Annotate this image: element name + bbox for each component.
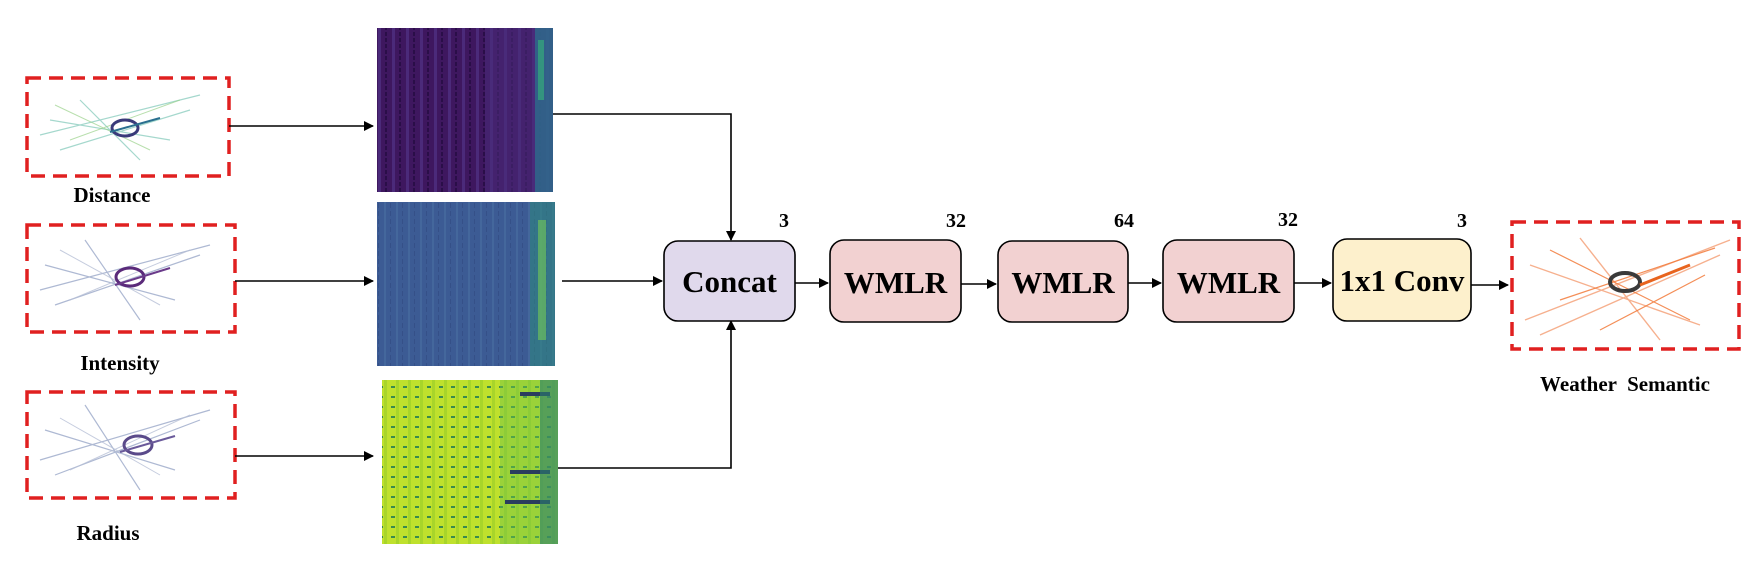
channel-count: 32 [946,210,966,232]
block-label-wmlr: WMLR [1011,265,1115,300]
block-label-concat: Concat [682,264,777,299]
output-label: Weather Semantic [1540,372,1710,396]
feature-map-radius [382,380,558,544]
input-radius: Radius [25,390,237,545]
input-intensity: Intensity [25,223,237,375]
input-label-intensity: Intensity [80,351,160,375]
dashed-frame [1510,220,1741,351]
block-wmlr-1: WMLR 32 [829,210,966,323]
point-cloud-thumbnail-radius [39,404,211,491]
input-label-distance: Distance [74,183,151,207]
block-label-1x1-conv: 1x1 Conv [1340,263,1465,298]
dashed-frame [25,76,231,178]
feature-map-distance [377,28,553,192]
block-wmlr-2: WMLR 64 [997,210,1134,323]
input-label-radius: Radius [76,521,139,545]
block-concat: Concat 3 [663,210,796,322]
block-1x1-conv: 1x1 Conv 3 [1332,210,1472,322]
arrow-distance-map-to-concat [553,113,736,241]
block-label-wmlr: WMLR [844,265,948,300]
input-distance: Distance [25,76,231,207]
point-cloud-thumbnail-intensity [39,239,211,321]
channel-count: 64 [1114,210,1134,232]
channel-count: 3 [779,210,789,232]
point-cloud-thumbnail-output [1524,237,1731,341]
point-cloud-thumbnail-distance [39,94,201,161]
dashed-frame [25,223,237,334]
arrow-radius-map-to-concat [558,320,736,469]
output-weather-semantic: Weather Semantic [1510,220,1741,396]
channel-count: 3 [1457,210,1467,232]
channel-count: 32 [1278,209,1298,231]
dashed-frame [25,390,237,500]
block-wmlr-3: WMLR 32 [1162,209,1298,323]
feature-map-intensity [377,202,555,366]
block-label-wmlr: WMLR [1177,265,1281,300]
